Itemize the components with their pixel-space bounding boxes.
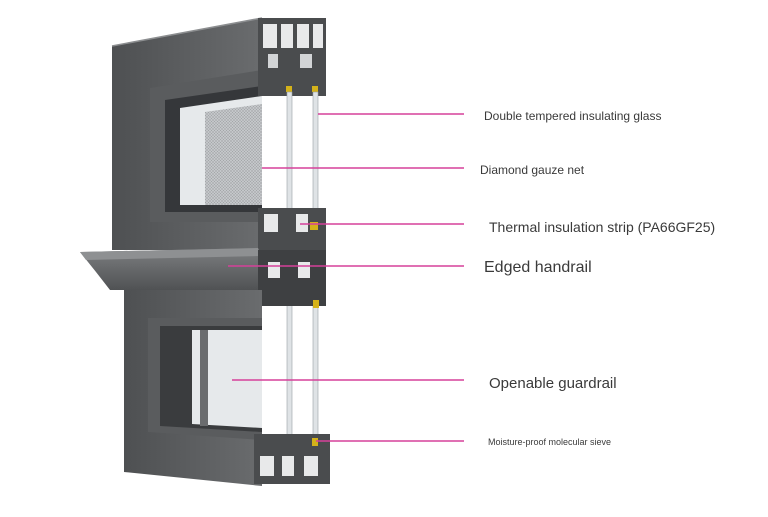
- label-thermal-strip: Thermal insulation strip (PA66GF25): [489, 219, 716, 235]
- label-molecular-sieve: Moisture-proof molecular sieve: [488, 437, 612, 447]
- callout-lines: [228, 113, 464, 442]
- edged-handrail: [80, 248, 326, 308]
- upper-frame: [111, 17, 263, 250]
- label-openable-guardrail: Openable guardrail: [489, 375, 617, 392]
- label-diamond-gauze-net: Diamond gauze net: [480, 163, 585, 177]
- upper-profile-section: [258, 18, 326, 96]
- glass-pane-lower: [192, 330, 262, 428]
- gauze-net: [205, 104, 262, 205]
- label-double-tempered-glass: Double tempered insulating glass: [484, 109, 662, 123]
- bottom-profile-section: [254, 434, 330, 484]
- label-edged-handrail: Edged handrail: [484, 259, 592, 276]
- lower-frame: [124, 290, 262, 486]
